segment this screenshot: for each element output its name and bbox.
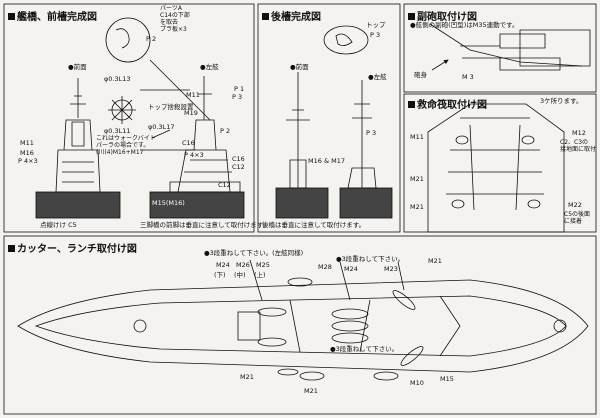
platform-detail-circle — [105, 17, 151, 63]
cutter-m21b: M21 — [240, 373, 254, 381]
lifeboat-m12: M12 — [572, 129, 586, 137]
label-c15: C16 — [232, 155, 245, 163]
mainmast-title-text: 後檣完成図 — [271, 12, 321, 23]
lifeboat-note: 3ケ所ります。 — [540, 97, 583, 105]
mainmast-footnote: 後檣は垂直に注意して取付けます。 — [262, 221, 366, 229]
mainmast-label-top: トップ — [366, 21, 386, 29]
label-front: ●前面 — [68, 63, 87, 71]
label-d033: φ0.3L13 — [104, 75, 131, 83]
cutter-m21c: M21 — [304, 387, 318, 395]
mainmast-section-title: 後檣完成図 — [262, 8, 321, 23]
label-m11b: M11 — [20, 139, 34, 147]
label-m11: M11 — [186, 91, 200, 99]
label-c12b: C12 — [218, 181, 231, 189]
label-m19: M19 — [184, 109, 198, 117]
cutter-note-3: ●3段重ねして下さい。 — [330, 345, 399, 353]
hull-side-line — [429, 23, 583, 67]
bridge-panel-frame — [3, 3, 255, 233]
secondary-panel-frame — [403, 3, 597, 93]
ship-plan-outline — [17, 279, 589, 373]
lifeboat-m21: M21 — [410, 175, 424, 183]
secondary-note: ●舷側の副砲(凹型)はM35連動です。 — [410, 21, 519, 29]
mainmast-label-p3b: P 3 — [366, 129, 377, 137]
cutter-m21: M21 — [428, 257, 442, 265]
secondary-m3: M 3 — [462, 73, 474, 81]
secondary-arrow-label: 砲身 — [414, 71, 427, 79]
cutter-m23: M23 — [384, 265, 398, 273]
bridge-front-base — [35, 191, 121, 219]
lifeboat-title-text: 救命筏取付け図 — [417, 100, 487, 111]
front-tower — [55, 78, 101, 193]
mainmast-label-left: ●左舷 — [368, 73, 387, 81]
cutter-note-2: ●3段重ねして下さい。 — [336, 255, 405, 263]
mainmast-panel-frame — [257, 3, 401, 233]
label-c12: C12 — [232, 163, 245, 171]
cutter-m25: M25 — [256, 261, 270, 269]
label-c16: C16 — [182, 139, 195, 147]
label-d0317: φ0.3L17 — [148, 123, 175, 131]
label-p2-top: P 2 — [146, 35, 157, 43]
label-p1: P 1 — [234, 85, 245, 93]
cutter-note-1: ●3段重ねして下さい。(左舷同様) — [204, 249, 304, 257]
lifeboat-m21b: M21 — [410, 203, 424, 211]
label-m15: M15(M16) — [152, 199, 185, 207]
bridge-footnote: 三脚橋の前脚は垂直に注意して取付けます。 — [140, 221, 270, 229]
label-p4x3b: P 4×3 — [184, 151, 204, 159]
bridge-side-base — [149, 191, 245, 219]
cutter-up: (上) — [254, 271, 266, 279]
parts-note: パーツA C14の下部 を取去 プラ板×3 — [160, 5, 190, 33]
side-tower — [177, 76, 231, 193]
label-m16: M16 — [20, 149, 34, 157]
cutter-m24b: M24 — [344, 265, 358, 273]
label-left: ●左舷 — [200, 63, 219, 71]
lifeboat-hull — [427, 103, 565, 233]
lifeboat-c5: C5の後面 に接着 — [564, 211, 591, 225]
label-bottom: 点線けけ C5 — [40, 221, 77, 229]
bridge-section-title: 艦橋、前檣完成図 — [8, 8, 97, 23]
bridge-title-text: 艦橋、前檣完成図 — [17, 12, 97, 23]
mainmast-front — [286, 72, 310, 189]
cutter-m28: M28 — [318, 263, 332, 271]
mainmast-label-p3: P 3 — [370, 31, 381, 39]
mainmast-top-circle — [323, 25, 369, 55]
lifeboat-m22: M22 — [568, 201, 582, 209]
lifeboat-m11: M11 — [410, 133, 424, 141]
cutter-panel-frame — [3, 235, 597, 415]
secondary-title-text: 副砲取付け図 — [417, 12, 477, 23]
secondary-section-title: 副砲取付け図 — [408, 8, 477, 23]
mainmast-side — [347, 80, 377, 189]
cutter-title-text: カッター、ランチ取付け図 — [17, 244, 137, 255]
cutter-mid: (中) — [234, 271, 246, 279]
cutter-m24: M24 — [216, 261, 230, 269]
mainmast-label-front: ●前面 — [290, 63, 309, 71]
cutter-section-title: カッター、ランチ取付け図 — [8, 240, 137, 255]
lifeboat-c2c3: C2、C3の 接地面に取付 — [560, 139, 597, 153]
cutter-m26: M26 — [236, 261, 250, 269]
label-topmast: トップ捨殺設置 — [148, 103, 194, 111]
label-p2: P 2 — [220, 127, 231, 135]
cutter-lo: (下) — [214, 271, 226, 279]
cutter-m10: M10 — [410, 379, 424, 387]
mainmast-label-m16: M16 & M17 — [308, 157, 345, 165]
cutter-m15: M15 — [440, 375, 454, 383]
label-p3: P 3 — [232, 93, 243, 101]
label-d031: φ0.3L11 — [104, 127, 131, 135]
secondary-gun — [460, 33, 561, 71]
lifeboat-section-title: 救命筏取付け図 — [408, 96, 487, 111]
walk-note: これはウォークバイト パーラの場合です。 (川(4)M16+M17 — [96, 135, 156, 156]
label-p4x3: P 4×3 — [18, 157, 38, 165]
